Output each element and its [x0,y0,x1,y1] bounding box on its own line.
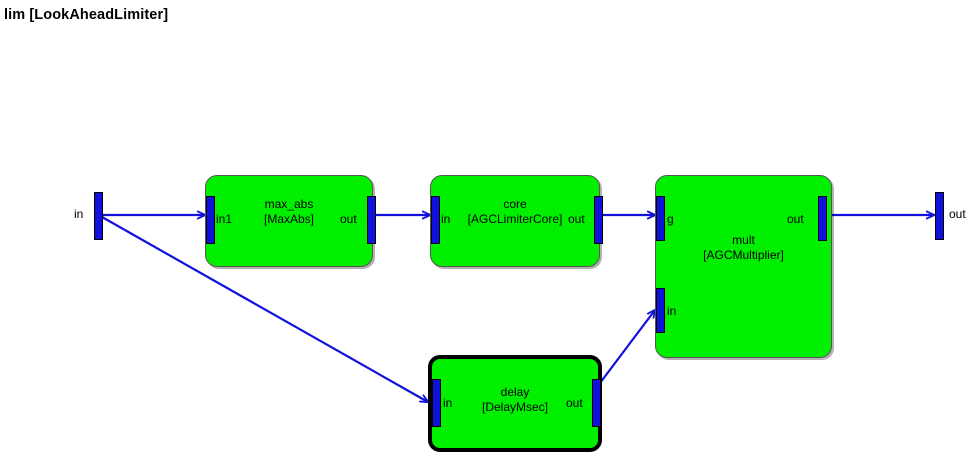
port-label-mult-in: in [667,304,677,318]
block-type-mult: [AGCMultiplier] [703,248,784,262]
block-type-max_abs: [MaxAbs] [263,212,314,226]
wire-delay-to-mult[interactable] [599,310,655,384]
port-label-max_abs-in1: in1 [216,212,233,226]
block-name-max_abs: max_abs [264,197,314,211]
port-delay-out[interactable] [592,379,601,427]
block-mult[interactable]: mult[AGCMultiplier] [655,175,832,358]
block-name-core: core [503,197,527,211]
block-type-delay: [DelayMsec] [481,400,549,414]
port-delay-in[interactable] [432,379,441,427]
block-name-delay: delay [500,385,530,399]
port-max_abs-in1[interactable] [206,196,215,244]
port-max_abs-out[interactable] [367,196,376,244]
port-label-max_abs-out: out [340,212,357,226]
block-label-delay: delay[DelayMsec] [432,385,598,415]
port-label-delay-out: out [566,396,583,410]
port-label-delay-in: in [443,396,453,410]
port-label-mult-out: out [787,212,804,226]
port-label-mult-g: g [667,212,674,226]
block-label-max_abs: max_abs[MaxAbs] [206,197,372,227]
input-port-bar[interactable] [94,192,103,240]
port-core-in[interactable] [431,196,440,244]
block-name-mult: mult [732,233,755,247]
port-core-out[interactable] [594,196,603,244]
block-type-core: [AGCLimiterCore] [467,212,563,226]
port-label-core-in: in [441,212,451,226]
output-port-label: out [949,207,966,221]
block-label-core: core[AGCLimiterCore] [431,197,599,227]
block-delay[interactable]: delay[DelayMsec] [428,355,602,452]
block-core[interactable]: core[AGCLimiterCore] [430,175,600,267]
page-title: lim [LookAheadLimiter] [4,7,169,23]
port-mult-in[interactable] [656,288,665,333]
block-label-mult: mult[AGCMultiplier] [656,233,831,263]
port-label-core-out: out [568,212,585,226]
port-mult-g[interactable] [656,196,665,241]
input-port-label: in [74,207,84,221]
output-port-bar[interactable] [935,192,944,240]
port-mult-out[interactable] [818,196,827,241]
